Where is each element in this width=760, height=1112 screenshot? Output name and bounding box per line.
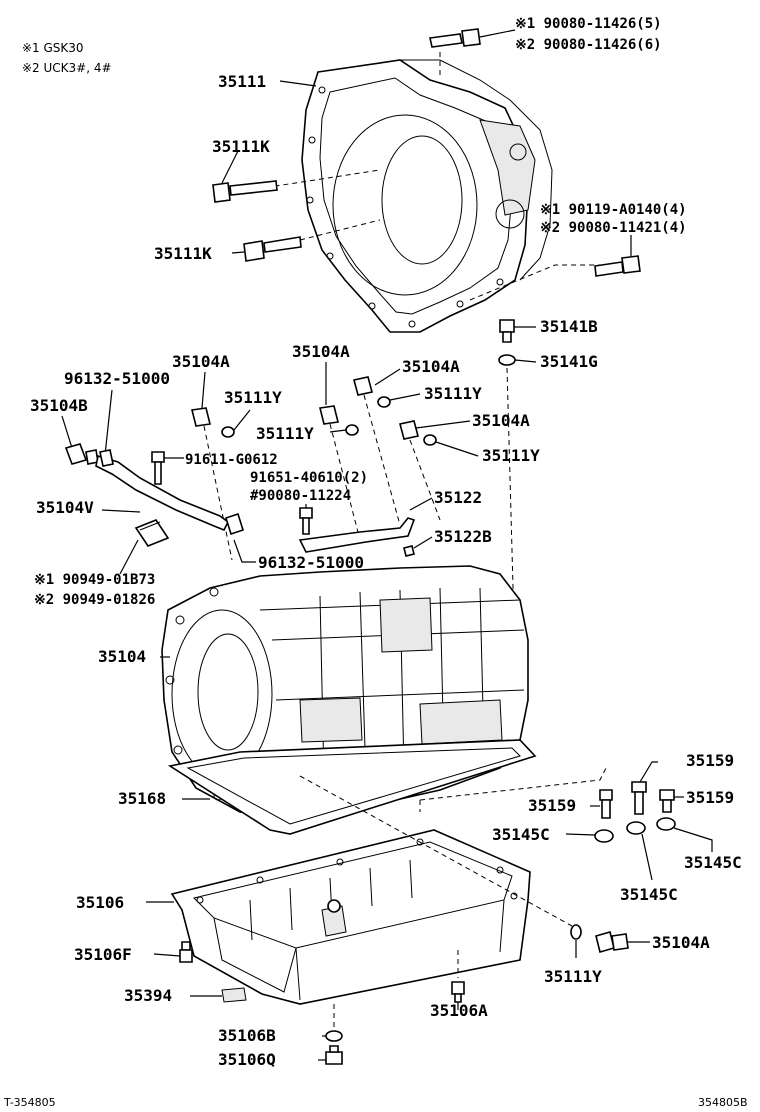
label-pan-gasket: 35168 xyxy=(118,789,166,808)
label-clip-122b: 35122B xyxy=(434,527,492,546)
bolt-right-drawing xyxy=(594,255,641,277)
drain-plug-drawing xyxy=(325,1045,343,1065)
clamp-drawing xyxy=(134,519,170,547)
label-plug-a5: 35104A xyxy=(652,933,710,952)
label-clamp-1: ※1 90949-01B73 xyxy=(34,572,155,588)
magnet-drawing xyxy=(221,987,247,1003)
plug-b-drawing xyxy=(64,443,99,465)
pan-plug-drawing xyxy=(451,981,465,1003)
bolt-top-drawing xyxy=(429,28,481,48)
label-pan-plug: 35106A xyxy=(430,1001,488,1020)
label-oring-y3: 35111Y xyxy=(424,384,482,403)
plug-a3-drawing xyxy=(353,376,373,396)
label-transmission: 35104 xyxy=(98,647,146,666)
oring-y5-drawing xyxy=(570,924,582,940)
housing-bolt-lower-drawing xyxy=(243,236,302,262)
pan-gasket-drawing xyxy=(167,739,537,835)
label-bolt-159c: 35159 xyxy=(686,788,734,807)
label-bolt-top-1: ※1 90080-11426(5) xyxy=(515,16,662,32)
label-housing: 35111 xyxy=(218,72,266,91)
oil-pan-drawing xyxy=(170,829,531,1005)
bolt-159b-drawing xyxy=(631,781,647,815)
label-oring-y5: 35111Y xyxy=(544,967,602,986)
label-plug-a3: 35104A xyxy=(402,357,460,376)
oring-y1-drawing xyxy=(221,426,235,438)
plug-a5-drawing xyxy=(595,931,629,953)
pan-bolt-drawing xyxy=(179,941,193,963)
note-gsk30: ※1 GSK30 xyxy=(22,41,84,55)
label-washer-145c-b: 35145C xyxy=(620,885,678,904)
label-pan: 35106 xyxy=(76,893,124,912)
label-gasket-35141g: 35141G xyxy=(540,352,598,371)
label-hose-right: 96132-51000 xyxy=(258,553,364,572)
label-magnet: 35394 xyxy=(124,986,172,1005)
label-bolt-159a: 35159 xyxy=(528,796,576,815)
label-washer-145c-c: 35145C xyxy=(684,853,742,872)
label-drain-gasket: 35106B xyxy=(218,1026,276,1045)
note-uck: ※2 UCK3#, 4# xyxy=(22,61,112,75)
label-bolt-159b: 35159 xyxy=(686,751,734,770)
oring-y4-drawing xyxy=(423,434,437,446)
clip-35122b-drawing xyxy=(403,545,415,557)
washer-145c-a-drawing xyxy=(594,829,614,843)
label-bolt-right-1: ※1 90119-A0140(4) xyxy=(540,202,687,218)
washer-145c-b-drawing xyxy=(626,821,646,835)
bolt-159a-drawing xyxy=(599,789,613,819)
bolt-159c-drawing xyxy=(659,789,675,813)
bolt-91611-drawing xyxy=(151,451,165,485)
footer-left: T-354805 xyxy=(3,1096,56,1109)
label-oring-y4: 35111Y xyxy=(482,446,540,465)
label-plug-35141b: 35141B xyxy=(540,317,598,336)
label-bolt-top-2: ※2 90080-11426(6) xyxy=(515,37,662,53)
label-pan-bolt: 35106F xyxy=(74,945,132,964)
label-washer-145c-a: 35145C xyxy=(492,825,550,844)
label-bolt-91611: 91611-G0612 xyxy=(185,452,278,468)
tube-35122-drawing xyxy=(298,517,416,553)
hose-35104v-drawing xyxy=(95,449,244,536)
plug-35141b-drawing xyxy=(499,319,515,343)
plug-a2-drawing xyxy=(319,405,339,425)
label-plug-b: 35104B xyxy=(30,396,88,415)
bolt-91651-drawing xyxy=(299,507,313,535)
label-hose-left: 96132-51000 xyxy=(64,369,170,388)
converter-housing-drawing xyxy=(301,59,553,333)
plug-a4-drawing xyxy=(399,420,419,440)
oring-y2-drawing xyxy=(345,424,359,436)
label-plug-a1: 35104A xyxy=(172,352,230,371)
drain-gasket-drawing xyxy=(325,1030,343,1042)
label-housing-bolt-lower: 35111K xyxy=(154,244,212,263)
label-bolt-90080-11224: #90080-11224 xyxy=(250,488,351,504)
label-housing-bolt-upper: 35111K xyxy=(212,137,270,156)
label-plug-a2: 35104A xyxy=(292,342,350,361)
label-bolt-right-2: ※2 90080-11421(4) xyxy=(540,220,687,236)
label-hose-v: 35104V xyxy=(36,498,94,517)
label-bolt-91651: 91651-40610(2) xyxy=(250,470,368,486)
label-oring-y1: 35111Y xyxy=(224,388,282,407)
washer-145c-c-drawing xyxy=(656,817,676,831)
label-plug-a4: 35104A xyxy=(472,411,530,430)
housing-bolt-upper-drawing xyxy=(212,180,278,203)
oring-y3-drawing xyxy=(377,396,391,408)
label-tube-122: 35122 xyxy=(434,488,482,507)
label-clamp-2: ※2 90949-01826 xyxy=(34,592,155,608)
gasket-35141g-drawing xyxy=(498,354,516,366)
footer-right: 354805B xyxy=(698,1096,748,1109)
plug-a1-drawing xyxy=(191,407,211,427)
label-drain-plug: 35106Q xyxy=(218,1050,276,1069)
label-oring-y2: 35111Y xyxy=(256,424,314,443)
